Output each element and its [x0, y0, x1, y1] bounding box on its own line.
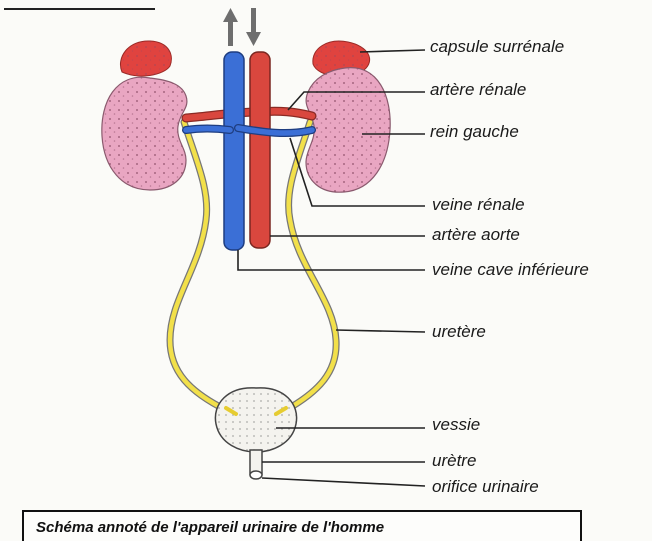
label-uretre: urètre [432, 452, 476, 469]
diagram-caption: Schéma annoté de l'appareil urinaire de … [36, 519, 384, 536]
label-capsule-surrenale: capsule surrénale [430, 38, 564, 55]
vena-cava-inferior [224, 52, 244, 250]
label-vessie: vessie [432, 416, 480, 433]
label-uretere: uretère [432, 323, 486, 340]
renal-veins [186, 128, 312, 133]
flow-arrows [223, 8, 261, 46]
label-artere-renale: artère rénale [430, 81, 526, 98]
label-rein-gauche: rein gauche [430, 123, 519, 140]
bladder [215, 388, 296, 452]
label-artere-aorte: artère aorte [432, 226, 520, 243]
label-veine-renale: veine rénale [432, 196, 525, 213]
label-veine-cave-inferieure: veine cave inférieure [432, 261, 589, 278]
caption-box: Schéma annoté de l'appareil urinaire de … [22, 510, 582, 541]
aorta [250, 52, 270, 248]
urinary-orifice [250, 471, 262, 479]
label-orifice-urinaire: orifice urinaire [432, 478, 539, 495]
renal-arteries [186, 111, 312, 118]
